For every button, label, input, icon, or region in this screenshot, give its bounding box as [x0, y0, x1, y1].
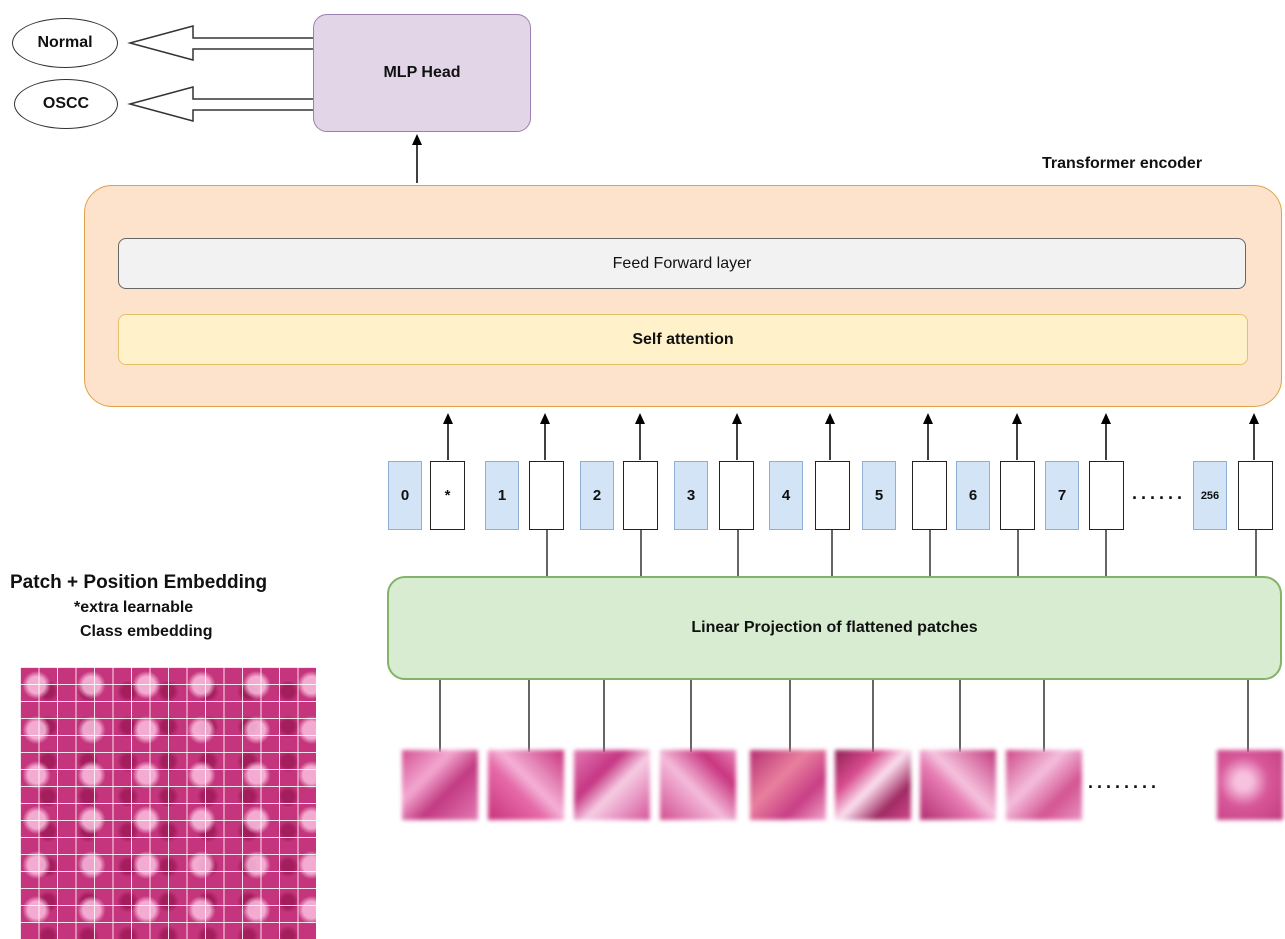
patch-image — [660, 750, 736, 820]
patch-image — [574, 750, 650, 820]
patch-token — [529, 461, 564, 530]
position-embedding-3: 3 — [674, 461, 708, 530]
output-normal-label: Normal — [37, 34, 93, 51]
feed-forward-label: Feed Forward layer — [612, 254, 752, 272]
linear-projection: Linear Projection of flattened patches — [387, 576, 1282, 680]
mlp-head-label: MLP Head — [383, 64, 461, 81]
patch-token — [1000, 461, 1035, 530]
patch-image — [402, 750, 478, 820]
patch-image — [920, 750, 996, 820]
position-embedding-4: 4 — [769, 461, 803, 530]
output-oscc: OSCC — [14, 79, 118, 129]
patch-image — [488, 750, 564, 820]
transformer-encoder — [84, 185, 1282, 407]
output-normal: Normal — [12, 18, 118, 68]
patch-to-linear-lines — [439, 680, 1249, 752]
position-embedding-7: 7 — [1045, 461, 1079, 530]
encoder-title: Transformer encoder — [1042, 155, 1203, 172]
patch-image — [750, 750, 826, 820]
position-embedding-6: 6 — [956, 461, 990, 530]
position-embedding-1: 1 — [485, 461, 519, 530]
patch-token — [1238, 461, 1273, 530]
self-attention-label: Self attention — [632, 330, 734, 348]
patch-ellipsis: ........ — [1088, 772, 1161, 792]
arrow-oscc — [127, 86, 313, 122]
patch-token — [815, 461, 850, 530]
token-ellipsis: ...... — [1132, 483, 1187, 503]
side-panel-subtitle-1: *extra learnable — [74, 599, 194, 616]
token-arrows — [447, 422, 1255, 460]
output-oscc-label: OSCC — [42, 95, 90, 112]
patch-grid-image — [20, 667, 316, 939]
position-embedding-5: 5 — [862, 461, 896, 530]
arrow-normal — [127, 25, 313, 61]
patch-token — [719, 461, 754, 530]
side-panel-title: Patch + Position Embedding — [10, 572, 268, 593]
position-embedding-0: 0 — [388, 461, 422, 530]
token-to-linear-lines — [546, 530, 1257, 576]
patch-token — [912, 461, 947, 530]
class-token: * — [430, 461, 465, 530]
mlp-head: MLP Head — [313, 14, 531, 132]
side-panel-subtitle-2: Class embedding — [80, 623, 213, 640]
linear-projection-label: Linear Projection of flattened patches — [691, 619, 978, 636]
self-attention-layer: Self attention — [118, 314, 1248, 365]
patch-token — [1089, 461, 1124, 530]
patch-image — [1217, 750, 1283, 820]
feed-forward-layer: Feed Forward layer — [118, 238, 1246, 289]
patch-token — [623, 461, 658, 530]
position-embedding-2: 2 — [580, 461, 614, 530]
patch-image — [835, 750, 911, 820]
token-arrowheads — [443, 413, 1259, 424]
position-embedding-256: 256 — [1193, 461, 1227, 530]
patch-image — [1006, 750, 1082, 820]
